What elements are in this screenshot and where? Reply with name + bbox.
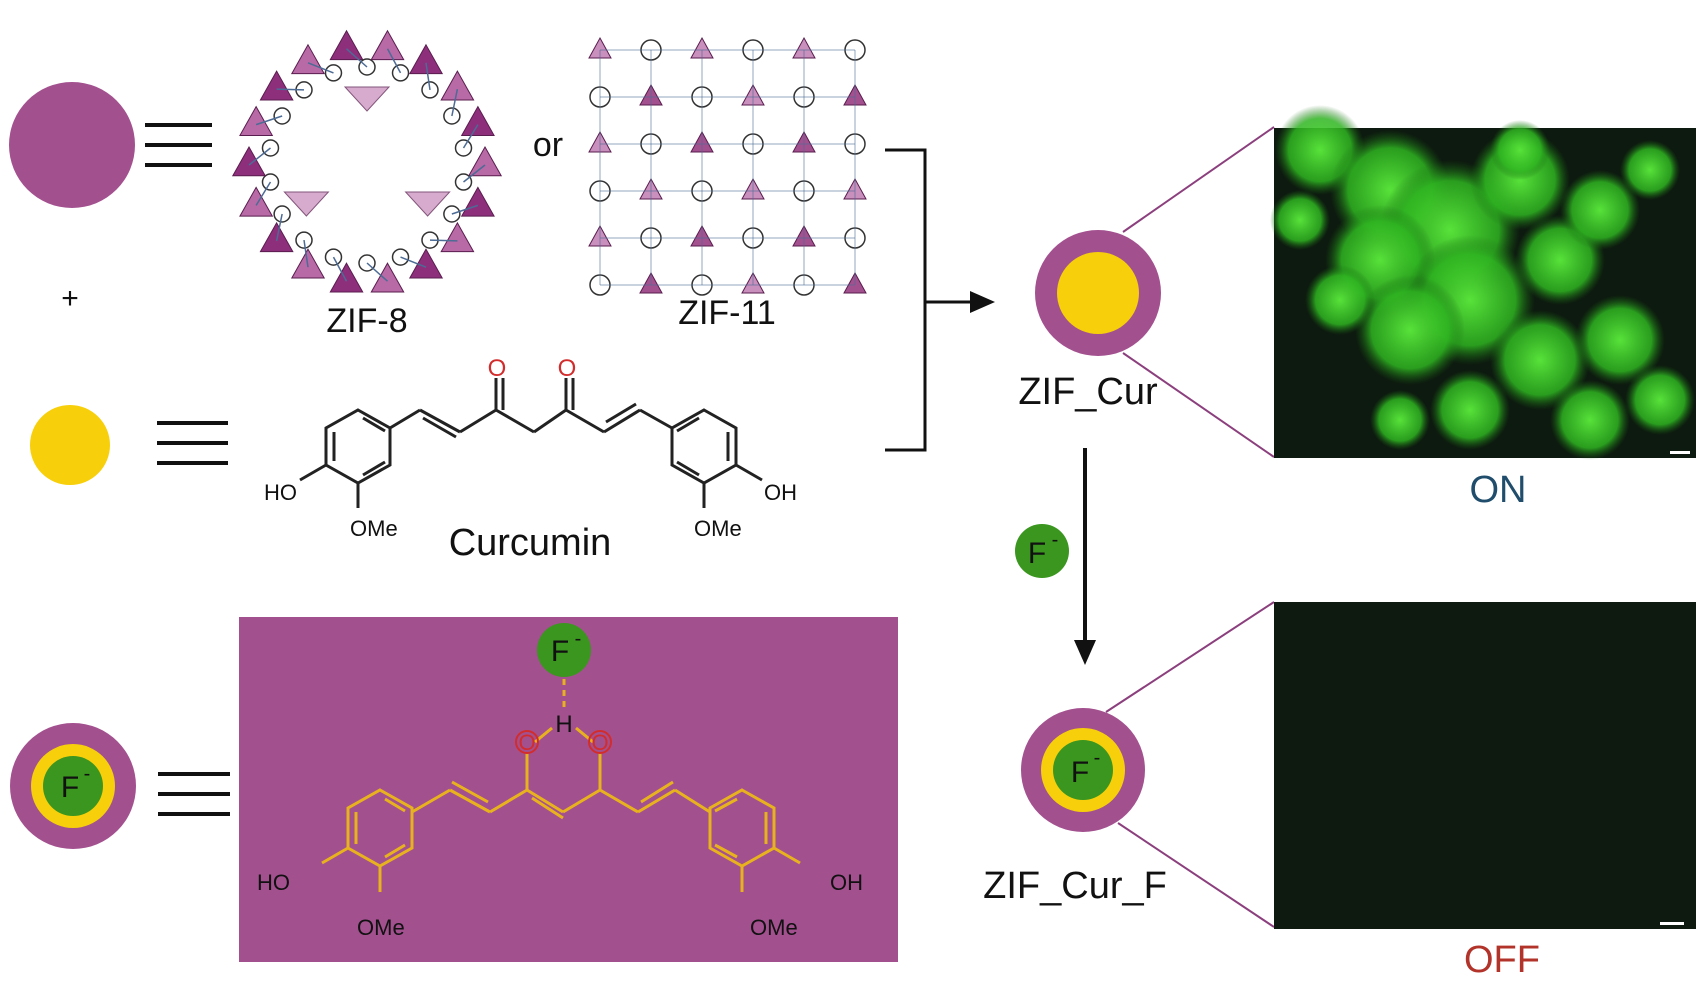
fluorescence-image-on	[1270, 105, 1696, 460]
curcumin-ho-label: HO	[264, 480, 297, 505]
zif8-structure-icon	[231, 29, 503, 293]
fluoride-ion-bound-icon: F -	[537, 623, 591, 677]
svg-text:-: -	[1094, 747, 1101, 769]
zoom-line	[1105, 601, 1275, 713]
complex-ome-left: OMe	[357, 915, 405, 940]
curcumin-oxygen-2: O	[558, 355, 577, 382]
complex-oxygen-1: O	[518, 730, 535, 755]
zif-cur-particle-core	[1057, 252, 1139, 334]
zoom-line	[1117, 822, 1275, 928]
svg-text:-: -	[1052, 529, 1059, 551]
zif11-structure-icon	[588, 36, 867, 296]
curcumin-structure-icon	[299, 378, 763, 508]
svg-text:F: F	[551, 635, 569, 668]
equivalence-icon	[145, 123, 212, 167]
complex-oxygen-2: O	[591, 730, 608, 755]
curcumin-ome-left: OMe	[350, 516, 398, 541]
svg-text:F: F	[1028, 537, 1046, 570]
svg-text:-: -	[575, 628, 582, 650]
zif-cur-label: ZIF_Cur	[1018, 371, 1158, 413]
curcumin-label: Curcumin	[449, 522, 612, 564]
complex-oh-label: OH	[830, 870, 863, 895]
zif-particle-icon	[9, 82, 135, 208]
on-label: ON	[1470, 469, 1527, 511]
curcumin-oh-label: OH	[764, 480, 797, 505]
svg-text:-: -	[84, 763, 91, 785]
complex-curcumin-structure	[321, 726, 801, 892]
fluorescence-image-off	[1274, 602, 1696, 929]
complex-oxygen-rings	[515, 730, 612, 754]
curcumin-oxygen-1: O	[488, 355, 507, 382]
down-arrow-head-icon	[1074, 640, 1096, 665]
svg-text:F: F	[61, 771, 79, 804]
equivalence-icon-3	[158, 772, 230, 816]
off-label: OFF	[1464, 939, 1540, 981]
zif11-label: ZIF-11	[678, 294, 776, 332]
arrow-head-icon	[970, 291, 995, 313]
curcumin-ome-right: OMe	[694, 516, 742, 541]
zif-cur-f-particle-icon: F -	[1021, 708, 1145, 832]
complex-particle-icon: F -	[10, 723, 136, 849]
zoom-line	[1122, 352, 1275, 458]
fluoride-ion-icon: F -	[1015, 524, 1069, 578]
hydrogen-label: H	[555, 711, 572, 738]
equivalence-icon-2	[157, 421, 228, 465]
or-label: or	[533, 126, 563, 164]
complex-ome-right: OMe	[750, 915, 798, 940]
zif-cur-f-label: ZIF_Cur_F	[983, 865, 1167, 907]
combine-bracket	[885, 148, 978, 452]
complex-ho-label: HO	[257, 870, 290, 895]
zif8-label: ZIF-8	[326, 302, 407, 340]
zoom-line	[1122, 126, 1275, 233]
svg-text:F: F	[1071, 756, 1089, 789]
curcumin-particle-icon	[30, 405, 110, 485]
plus-sign: +	[61, 282, 79, 315]
